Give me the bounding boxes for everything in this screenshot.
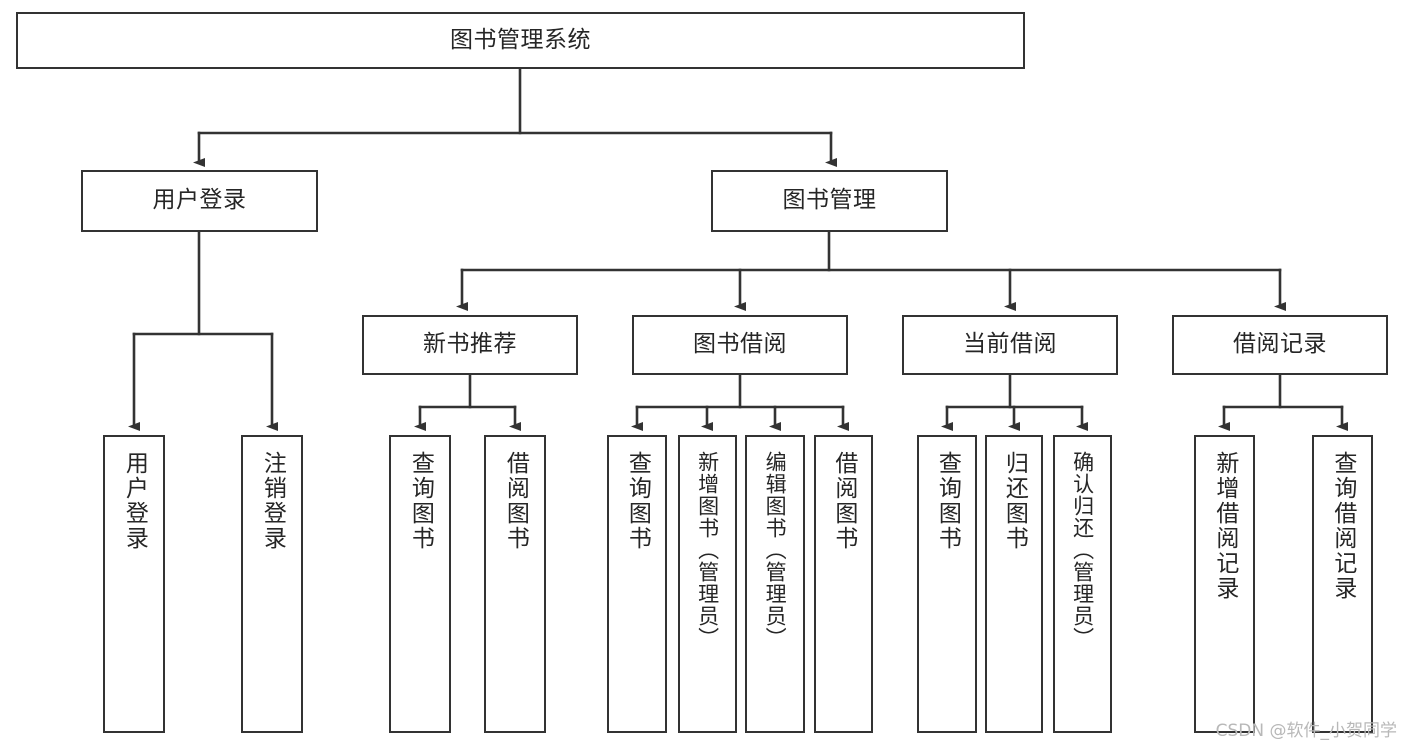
node-leaf-query-book-1[interactable]: 查询图书: [389, 435, 451, 733]
node-user-login[interactable]: 用户登录: [81, 170, 318, 232]
node-leaf-user-login-label: 用户登录: [121, 451, 148, 551]
node-borrow-record-label: 借阅记录: [1233, 331, 1327, 358]
node-leaf-borrow-book-1-label: 借阅图书: [502, 451, 529, 551]
node-current-borrow-label: 当前借阅: [963, 331, 1057, 358]
node-leaf-logout-label: 注销登录: [259, 451, 286, 551]
node-leaf-query-book-3-label: 查询图书: [934, 451, 961, 551]
node-leaf-query-book-2[interactable]: 查询图书: [607, 435, 667, 733]
node-leaf-add-record[interactable]: 新增借阅记录: [1194, 435, 1255, 733]
node-leaf-confirm-return-label: 确认归还（管理员）: [1070, 451, 1095, 649]
node-new-book-rec-label: 新书推荐: [423, 331, 517, 358]
node-leaf-add-book-label: 新增图书（管理员）: [695, 451, 720, 649]
node-book-manage-label: 图书管理: [782, 187, 877, 214]
node-leaf-user-login[interactable]: 用户登录: [103, 435, 165, 733]
node-leaf-return-book-label: 归还图书: [1001, 451, 1028, 551]
node-user-login-label: 用户登录: [152, 187, 247, 214]
node-current-borrow[interactable]: 当前借阅: [902, 315, 1118, 375]
node-new-book-rec[interactable]: 新书推荐: [362, 315, 578, 375]
csdn-watermark: CSDN @软件_小贺同学: [1215, 721, 1397, 741]
node-root[interactable]: 图书管理系统: [16, 12, 1025, 69]
node-leaf-logout[interactable]: 注销登录: [241, 435, 303, 733]
node-book-borrow[interactable]: 图书借阅: [632, 315, 848, 375]
node-leaf-query-book-1-label: 查询图书: [407, 451, 434, 551]
node-borrow-record[interactable]: 借阅记录: [1172, 315, 1388, 375]
node-leaf-borrow-book-2[interactable]: 借阅图书: [814, 435, 873, 733]
node-leaf-add-book[interactable]: 新增图书（管理员）: [678, 435, 737, 733]
node-leaf-query-book-3[interactable]: 查询图书: [917, 435, 977, 733]
node-leaf-edit-book[interactable]: 编辑图书（管理员）: [745, 435, 805, 733]
node-leaf-return-book[interactable]: 归还图书: [985, 435, 1043, 733]
node-book-borrow-label: 图书借阅: [693, 331, 787, 358]
node-leaf-query-record-label: 查询借阅记录: [1329, 451, 1356, 601]
node-book-manage[interactable]: 图书管理: [711, 170, 948, 232]
node-leaf-edit-book-label: 编辑图书（管理员）: [763, 451, 788, 649]
node-leaf-add-record-label: 新增借阅记录: [1211, 451, 1238, 601]
node-leaf-query-book-2-label: 查询图书: [624, 451, 651, 551]
node-leaf-borrow-book-2-label: 借阅图书: [830, 451, 857, 551]
node-leaf-borrow-book-1[interactable]: 借阅图书: [484, 435, 546, 733]
node-leaf-confirm-return[interactable]: 确认归还（管理员）: [1053, 435, 1112, 733]
node-root-label: 图书管理系统: [450, 26, 591, 53]
node-leaf-query-record[interactable]: 查询借阅记录: [1312, 435, 1373, 733]
